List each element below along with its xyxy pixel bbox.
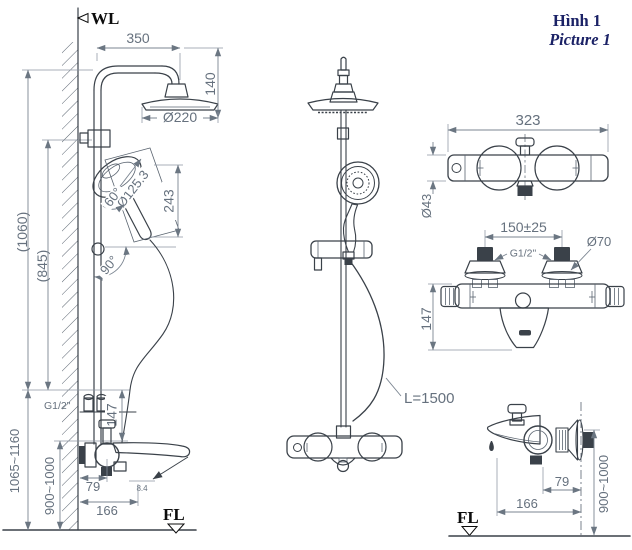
mixer-top-view: 323 Ø43 [419,112,609,219]
dim-body-drop: 147 [104,403,120,427]
escutcheon [464,271,506,280]
dim-body-width: 323 [515,112,540,129]
bath-mixer-front-middle [286,425,403,473]
dim-spout-offset-left: 79 [86,479,100,494]
mixer-front-view: 150±25 G1/2" Ø70 [418,219,625,351]
volume-handle [605,285,625,308]
tub-spout [112,442,191,458]
dim-inlet-spacing: 150±25 [500,219,547,235]
head-connector [164,83,189,98]
mixer-handle [357,432,387,462]
slider-knob [79,132,89,144]
water-drop-icon [489,441,494,451]
column-finial [340,56,347,71]
spout-flow-arrow [152,456,189,480]
mixer-handle-top [476,145,522,191]
dim-inlet-thread-left: G1/2" [44,400,71,412]
figure-title: Hình 1 Picture 1 [548,11,611,49]
spout-front [499,307,550,349]
inlet-elbow [83,397,94,412]
dim-column-height: (845) [34,250,50,283]
dim-spout-reach-left: 166 [96,503,118,518]
shower-hose-front [349,260,385,422]
dim-overall-height: 1065~1160 [7,429,22,493]
figure-title-vi: Hình 1 [553,11,601,30]
floor-line-label-right: FL [457,508,479,527]
rail-collar [336,127,350,140]
dim-body-height: 147 [418,307,434,331]
tub-spout-side [486,414,541,445]
dim-spout-angle: 8.4 [136,484,148,493]
rail-bracket [310,240,373,259]
dim-install-height-left: 900~1000 [42,457,57,515]
side-elevation-view: WL FL 350 140 Ø220 (1060) [2,7,223,534]
rain-shower-head-front [307,97,379,111]
dim-spout-offset-right: 79 [555,474,569,489]
dim-handshower-length: 243 [161,189,177,213]
hand-shower-front [336,161,380,265]
dim-body-diameter: Ø43 [419,194,434,219]
front-elevation-view: L=1500 [286,56,454,473]
figure-title-en: Picture 1 [548,30,611,49]
wall-hatch [62,42,78,530]
dim-spout-reach-right: 166 [516,496,538,511]
floor-line-marker-icon-left [166,523,186,534]
dim-escutcheon-diameter: Ø70 [587,234,612,249]
dim-hose-length: L=1500 [404,390,454,407]
dim-install-height-right: 900~1000 [596,455,611,513]
bath-mixer-side-left [79,419,191,476]
dim-head-diameter: Ø220 [163,109,197,125]
dim-column-height-overall: (1060) [14,212,30,252]
wall-line-marker-icon [76,12,89,24]
floor-line-marker-icon-right [460,526,479,537]
dim-inlet-thread-right: G1/2" [510,248,537,260]
temperature-handle [440,285,460,308]
escutcheon [541,271,583,280]
slider-bracket [87,129,111,148]
mixer-handle-top [534,145,580,191]
mixer-side-view: 900~1000 79 166 FL [448,402,631,537]
wall-line-label: WL [91,9,119,28]
dim-head-drop: 140 [202,72,218,96]
wall-escutcheon [567,419,579,461]
mixer-handle [303,432,333,462]
floor-line-label-left: FL [163,505,185,524]
diverter-knob-side [507,403,527,414]
dim-arm-reach: 350 [126,30,150,46]
